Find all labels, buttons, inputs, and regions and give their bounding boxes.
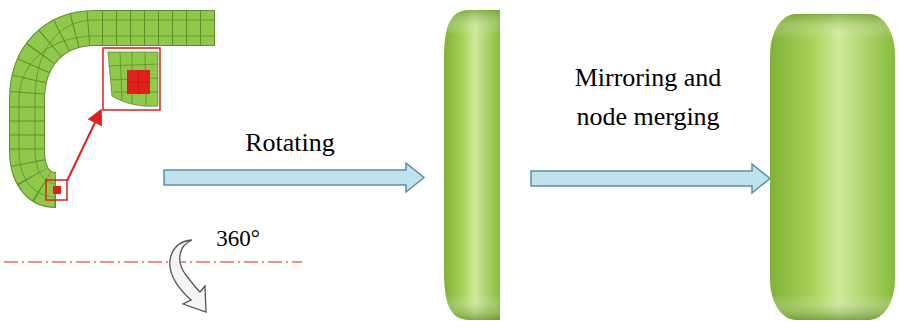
angle-label: 360° bbox=[198, 222, 278, 257]
selection-box bbox=[46, 180, 67, 200]
zoom-inset bbox=[103, 48, 160, 110]
full-tire bbox=[770, 14, 895, 320]
process-arrow bbox=[164, 163, 424, 192]
step-label: Rotating bbox=[180, 123, 400, 162]
step-label: Mirroring and node merging bbox=[553, 58, 743, 136]
half-tire bbox=[444, 10, 500, 320]
rotation-arrow bbox=[170, 240, 206, 312]
process-arrow bbox=[531, 164, 770, 193]
rotation-axis bbox=[4, 261, 302, 262]
zoom-pointer bbox=[67, 112, 100, 181]
selected-element bbox=[53, 186, 61, 194]
